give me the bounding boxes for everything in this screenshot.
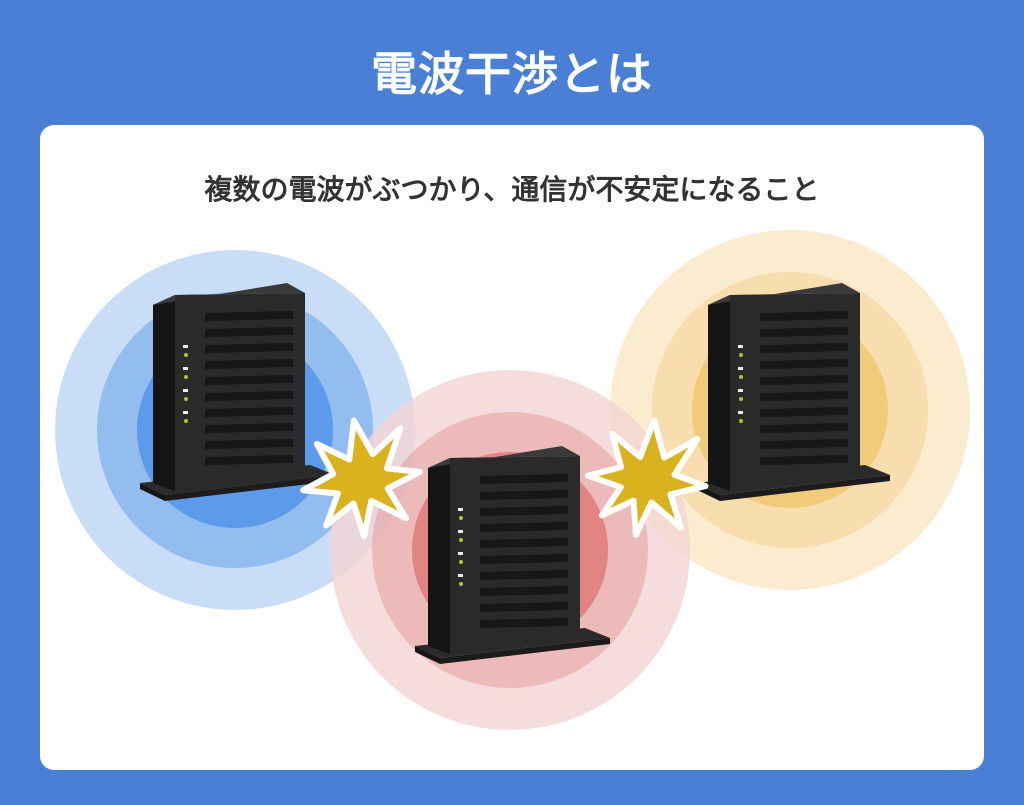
page-title: 電波干渉とは [371, 47, 653, 101]
subtitle: 複数の電波がぶつかり、通信が不安定になること [204, 173, 820, 206]
